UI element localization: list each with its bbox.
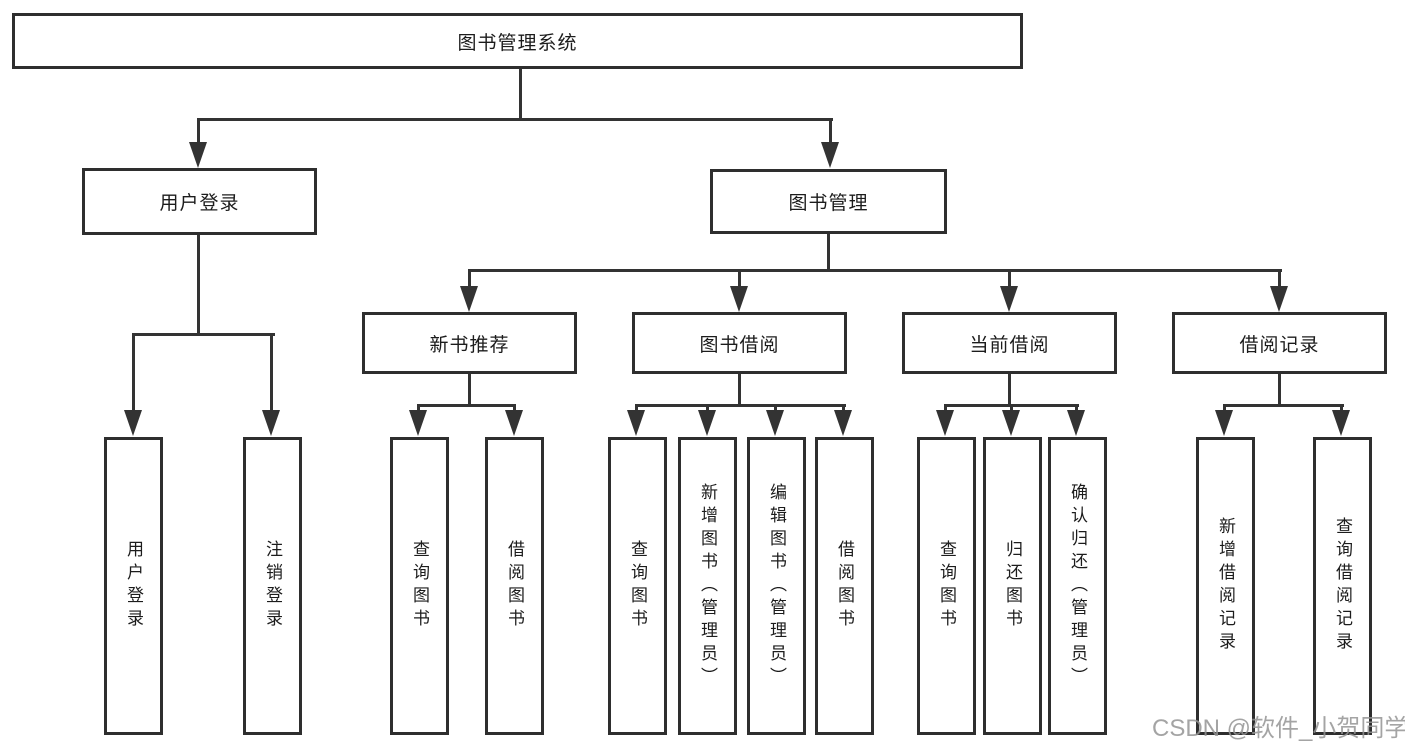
connector-records-c2-stem	[1340, 404, 1343, 413]
leaf-borrow-books-2-label: 借阅图书	[835, 540, 854, 632]
arrowhead-icon	[1002, 410, 1020, 436]
leaf-add-borrow-record: 新增借阅记录	[1196, 437, 1255, 735]
leaf-query-borrow-record: 查询借阅记录	[1313, 437, 1372, 735]
leaf-edit-books-admin-label: 编辑图书（管理员）	[767, 482, 786, 690]
arrowhead-icon	[505, 410, 523, 436]
leaf-user-login-label: 用户登录	[124, 540, 143, 632]
connector-newbook-bar	[417, 404, 516, 407]
leaf-user-login: 用户登录	[104, 437, 163, 735]
leaf-return-books: 归还图书	[983, 437, 1042, 735]
arrowhead-icon	[730, 286, 748, 312]
arrowhead-icon	[1000, 286, 1018, 312]
leaf-query-books-2-label: 查询图书	[628, 540, 647, 632]
arrowhead-icon	[1332, 410, 1350, 436]
arrowhead-icon	[1215, 410, 1233, 436]
leaf-add-borrow-record-label: 新增借阅记录	[1216, 517, 1235, 655]
node-borrow-records: 借阅记录	[1172, 312, 1387, 374]
connector-borrow-bar	[635, 404, 846, 407]
leaf-query-books-3-label: 查询图书	[937, 540, 956, 632]
leaf-borrow-books-1-label: 借阅图书	[505, 540, 524, 632]
connector-bookmgmt-bar	[468, 269, 1282, 272]
leaf-logout-label: 注销登录	[263, 540, 282, 632]
connector-root-left-stem	[197, 118, 200, 144]
leaf-add-books-admin: 新增图书（管理员）	[678, 437, 737, 735]
connector-newbook-c1-stem	[417, 404, 420, 413]
node-root-label: 图书管理系统	[457, 32, 578, 54]
connector-root-bar	[197, 118, 833, 121]
node-book-management-label: 图书管理	[788, 193, 869, 214]
connector-borrow-c4-stem	[842, 404, 845, 413]
leaf-confirm-return-admin: 确认归还（管理员）	[1048, 437, 1107, 735]
node-new-book-recommend-label: 新书推荐	[429, 334, 510, 356]
connector-root-stem	[519, 69, 522, 120]
leaf-query-books-3: 查询图书	[917, 437, 976, 735]
arrowhead-icon	[834, 410, 852, 436]
arrowhead-icon	[1270, 286, 1288, 312]
connector-borrow-c3-stem	[774, 404, 777, 413]
leaf-return-books-label: 归还图书	[1003, 540, 1022, 632]
node-book-borrow-label: 图书借阅	[699, 334, 780, 356]
csdn-watermark: CSDN @软件_小贺同学	[1152, 715, 1405, 742]
connector-root-right-stem	[829, 118, 832, 144]
arrowhead-icon	[821, 142, 839, 168]
connector-bookmgmt-c4-stem	[1278, 269, 1281, 289]
leaf-confirm-return-admin-label: 确认归还（管理员）	[1068, 482, 1087, 690]
connector-borrow-c2-stem	[706, 404, 709, 413]
arrowhead-icon	[936, 410, 954, 436]
node-borrow-records-label: 借阅记录	[1239, 334, 1320, 356]
arrowhead-icon	[766, 410, 784, 436]
node-current-borrow-label: 当前借阅	[969, 334, 1050, 356]
leaf-borrow-books-1: 借阅图书	[485, 437, 544, 735]
arrowhead-icon	[1067, 410, 1085, 436]
connector-newbook-stem	[468, 374, 471, 406]
connector-borrow-stem	[738, 374, 741, 406]
arrowhead-icon	[627, 410, 645, 436]
arrowhead-icon	[409, 410, 427, 436]
node-user-login-label: 用户登录	[159, 193, 240, 214]
connector-userlogin-bar	[132, 333, 275, 336]
arrowhead-icon	[124, 410, 142, 436]
node-user-login: 用户登录	[82, 168, 317, 235]
leaf-logout: 注销登录	[243, 437, 302, 735]
leaf-borrow-books-2: 借阅图书	[815, 437, 874, 735]
connector-records-bar	[1223, 404, 1344, 407]
connector-userlogin-c2-stem	[270, 333, 273, 411]
node-book-borrow: 图书借阅	[632, 312, 847, 374]
connector-borrow-c1-stem	[635, 404, 638, 413]
node-book-management: 图书管理	[710, 169, 947, 234]
connector-current-c1-stem	[944, 404, 947, 413]
connector-current-c2-stem	[1010, 404, 1013, 413]
connector-userlogin-c1-stem	[132, 333, 135, 411]
connector-current-c3-stem	[1075, 404, 1078, 413]
leaf-query-books-1-label: 查询图书	[410, 540, 429, 632]
connector-userlogin-stem	[197, 235, 200, 335]
arrowhead-icon	[262, 410, 280, 436]
leaf-edit-books-admin: 编辑图书（管理员）	[747, 437, 806, 735]
node-new-book-recommend: 新书推荐	[362, 312, 577, 374]
leaf-query-books-1: 查询图书	[390, 437, 449, 735]
connector-bookmgmt-c1-stem	[468, 269, 471, 289]
connector-bookmgmt-stem	[827, 234, 830, 272]
connector-newbook-c2-stem	[513, 404, 516, 413]
connector-bookmgmt-c3-stem	[1008, 269, 1011, 289]
arrowhead-icon	[189, 142, 207, 168]
arrowhead-icon	[698, 410, 716, 436]
arrowhead-icon	[460, 286, 478, 312]
connector-records-c1-stem	[1223, 404, 1226, 413]
leaf-query-books-2: 查询图书	[608, 437, 667, 735]
connector-bookmgmt-c2-stem	[738, 269, 741, 289]
node-root: 图书管理系统	[12, 13, 1023, 69]
node-current-borrow: 当前借阅	[902, 312, 1117, 374]
leaf-query-borrow-record-label: 查询借阅记录	[1333, 517, 1352, 655]
connector-records-stem	[1278, 374, 1281, 406]
leaf-add-books-admin-label: 新增图书（管理员）	[698, 482, 717, 690]
connector-current-stem	[1008, 374, 1011, 406]
